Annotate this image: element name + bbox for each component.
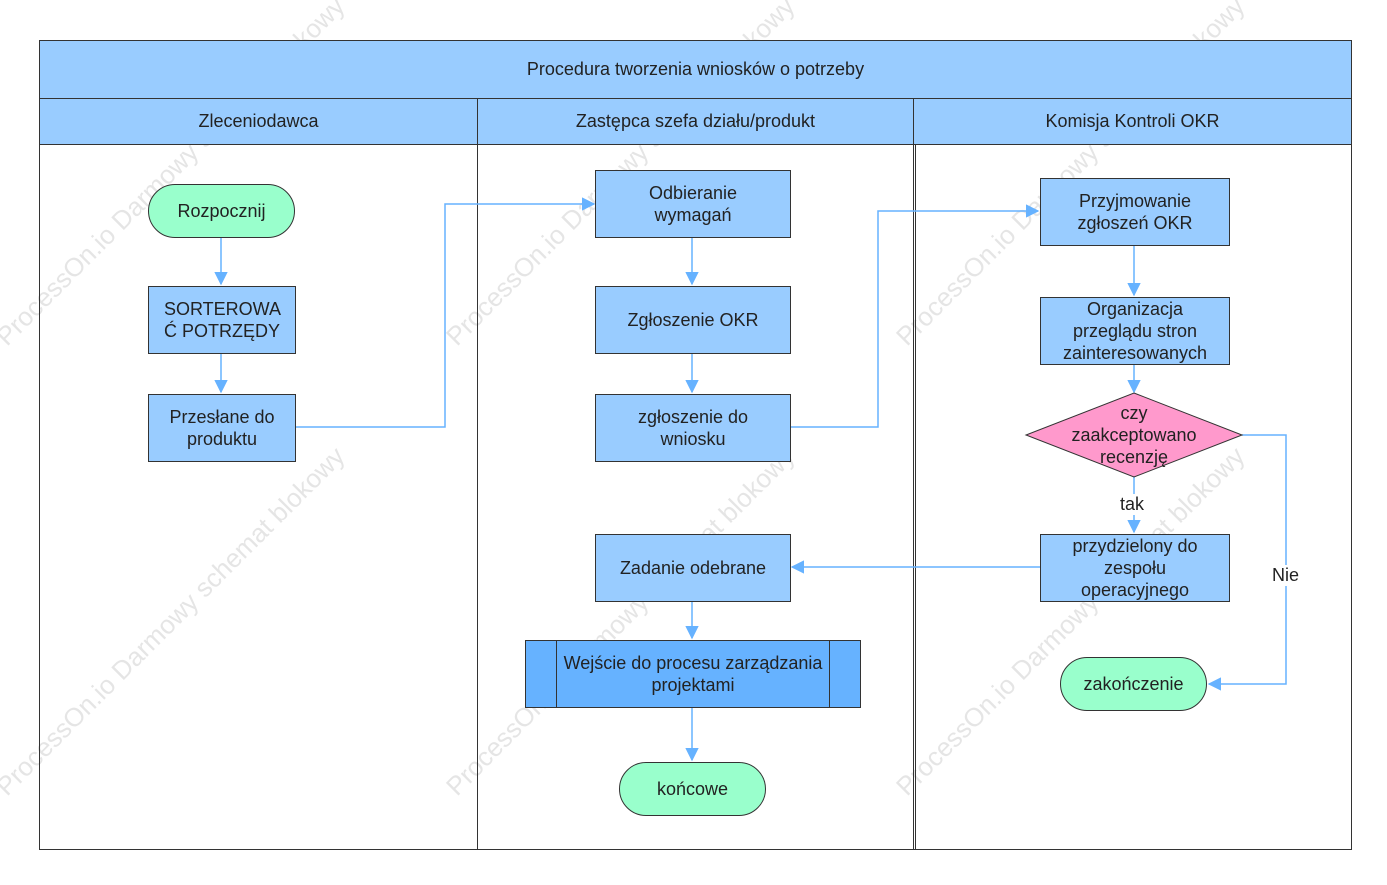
lane-header-client: Zleceniodawca xyxy=(198,111,319,131)
sort-needs-node[interactable]: SORTEROWA Ć POTRZĘDY xyxy=(148,286,296,354)
end-node[interactable]: zakończenie xyxy=(1060,657,1207,711)
edge-sent-receive xyxy=(296,197,596,428)
subprocess-label: Wejście do procesu zarządzania projektam… xyxy=(563,653,823,695)
decision-node[interactable]: czy zaakceptowano recenzję xyxy=(1071,403,1197,467)
accept-okr-node[interactable]: Przyjmowanie zgłoszeń OKR xyxy=(1040,178,1230,246)
receive-requirements-node[interactable]: Odbieranie wymagań xyxy=(595,170,791,238)
assigned-team-node[interactable]: przydzielony do zespołu operacyjnego xyxy=(1040,534,1230,602)
edge-label-no: Nie xyxy=(1270,565,1302,586)
lane-header-committee: Komisja Kontroli OKR xyxy=(1045,111,1220,131)
decision-diamond xyxy=(1024,392,1244,478)
lane-header-band xyxy=(39,98,1352,145)
edge-apply-accept xyxy=(790,204,1040,428)
application-submission-node[interactable]: zgłoszenie do wniosku xyxy=(595,394,791,462)
edge-decision-end xyxy=(1207,434,1287,691)
stakeholder-review-node[interactable]: Organizacja przeglądu stron zainteresowa… xyxy=(1040,297,1230,365)
subprocess-left-bar xyxy=(556,641,557,707)
start-node[interactable]: Rozpocznij xyxy=(148,184,295,238)
okr-submission-node[interactable]: Zgłoszenie OKR xyxy=(595,286,791,354)
task-received-node[interactable]: Zadanie odebrane xyxy=(595,534,791,602)
sent-to-product-node[interactable]: Przesłane do produktu xyxy=(148,394,296,462)
pool-header-band xyxy=(39,40,1352,99)
final-node[interactable]: końcowe xyxy=(619,762,766,816)
subprocess-right-bar xyxy=(829,641,830,707)
pool-title: Procedura tworzenia wniosków o potrzeby xyxy=(526,59,865,79)
edge-label-yes: tak xyxy=(1118,494,1147,515)
lane-header-deputy: Zastępca szefa działu/produkt xyxy=(575,111,816,131)
project-management-subprocess[interactable]: Wejście do procesu zarządzania projektam… xyxy=(525,640,861,708)
